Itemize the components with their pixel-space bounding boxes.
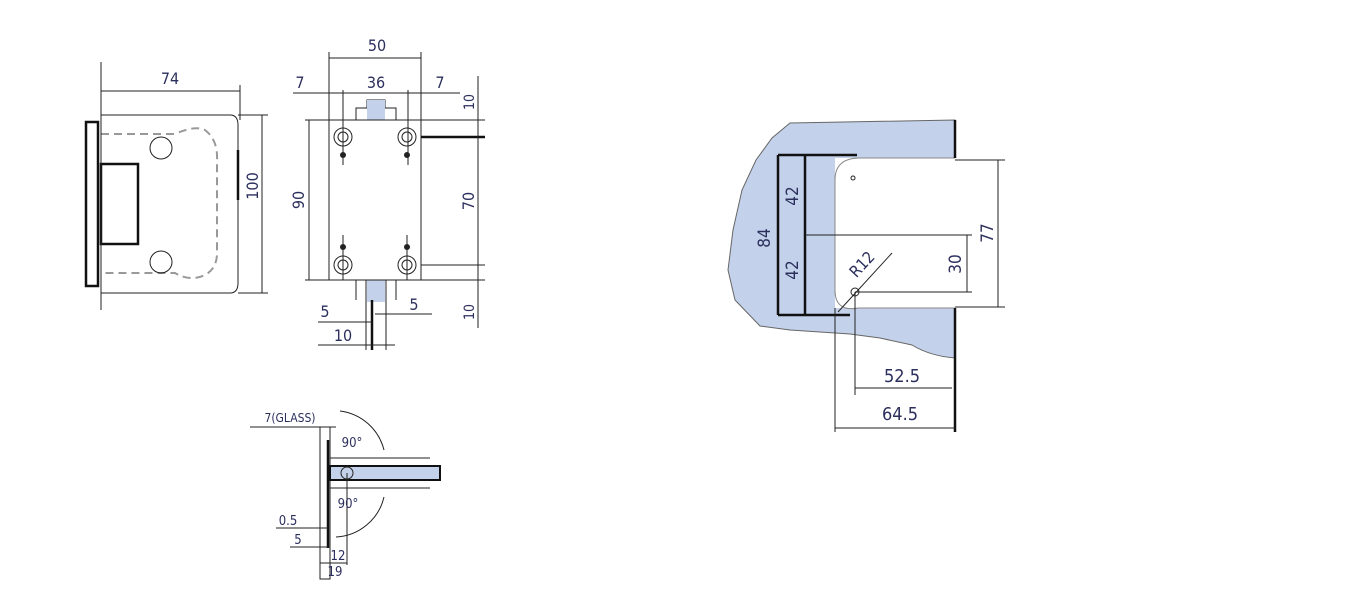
top-view: 7(GLASS) 90° 90° 0.5 5 12 19 (250, 410, 441, 580)
pivot-slot (99, 162, 140, 246)
mounting-plate (84, 120, 100, 288)
depth-inner-label: 12 (331, 549, 346, 564)
hole-offset-label: 30 (946, 254, 966, 273)
cutout-height-label: 77 (978, 223, 998, 242)
screw-hole (149, 250, 173, 274)
glass-cutout-view: 84 42 42 R12 30 77 52.5 64.5 (727, 119, 1005, 432)
screw-hole (149, 136, 173, 160)
hole-depth-label: 52.5 (884, 366, 920, 387)
swing-arc (339, 410, 385, 451)
angle-close-label: 90° (338, 497, 359, 512)
upper-half-label: 42 (783, 186, 803, 205)
glass-thickness-label: 7(GLASS) (264, 411, 315, 425)
screw-icon (333, 127, 417, 280)
bottom-offset-label: 10 (462, 304, 478, 320)
height-label: 100 (243, 172, 262, 199)
slot-right-label: 5 (409, 295, 418, 314)
glass-panel (329, 465, 441, 481)
left-margin-label: 7 (295, 73, 304, 92)
total-height-label: 84 (755, 228, 775, 247)
lower-half-label: 42 (783, 260, 803, 279)
slot-width-label: 10 (334, 326, 352, 345)
width-label: 74 (161, 69, 179, 88)
overall-width-label: 50 (368, 36, 386, 55)
hole-pitch-label: 70 (459, 192, 478, 210)
side-view: 74 100 (84, 62, 268, 310)
hinge-body (101, 114, 239, 294)
glass-section (367, 100, 385, 120)
hidden-outline (101, 127, 219, 279)
plate-label: 5 (294, 533, 301, 548)
glass-section (367, 280, 385, 302)
top-offset-label: 10 (462, 94, 478, 110)
depth-outer-label: 19 (328, 565, 343, 580)
angle-open-label: 90° (342, 436, 363, 451)
swing-arc (335, 496, 385, 538)
cutout-depth-label: 64.5 (882, 404, 918, 425)
right-margin-label: 7 (435, 73, 444, 92)
front-view: 50 7 36 7 90 10 70 10 5 5 10 (289, 36, 485, 350)
gap-label: 0.5 (279, 514, 298, 529)
slot-left-label: 5 (320, 302, 329, 321)
hole-spacing-label: 36 (367, 73, 385, 92)
body-height-label: 90 (289, 191, 308, 209)
